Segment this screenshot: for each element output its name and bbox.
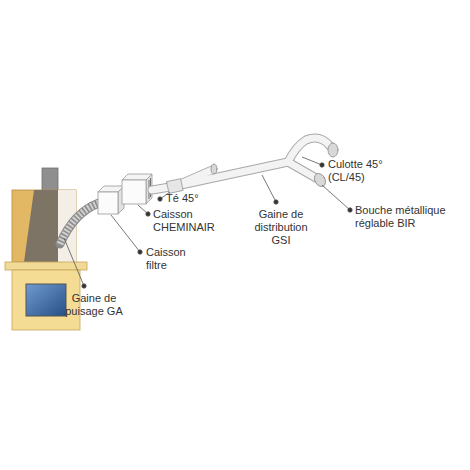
- part-label: Té 45°: [166, 192, 216, 205]
- part-label: Gaine de puisage GA: [62, 292, 126, 318]
- part-label: Caisson CHEMINAIR: [153, 208, 223, 234]
- distribution-ducts: [152, 138, 338, 193]
- flexible-duct: [60, 203, 99, 244]
- part-label: Gaine de distribution GSI: [246, 208, 316, 247]
- part-label: Culotte 45° (CL/45): [328, 158, 398, 184]
- filter-box: [98, 186, 124, 214]
- cheminair-box: [122, 174, 152, 204]
- leader-lines: [64, 157, 352, 288]
- part-label: Caisson filtre: [146, 246, 201, 272]
- part-label: Bouche métallique réglable BIR: [355, 204, 465, 230]
